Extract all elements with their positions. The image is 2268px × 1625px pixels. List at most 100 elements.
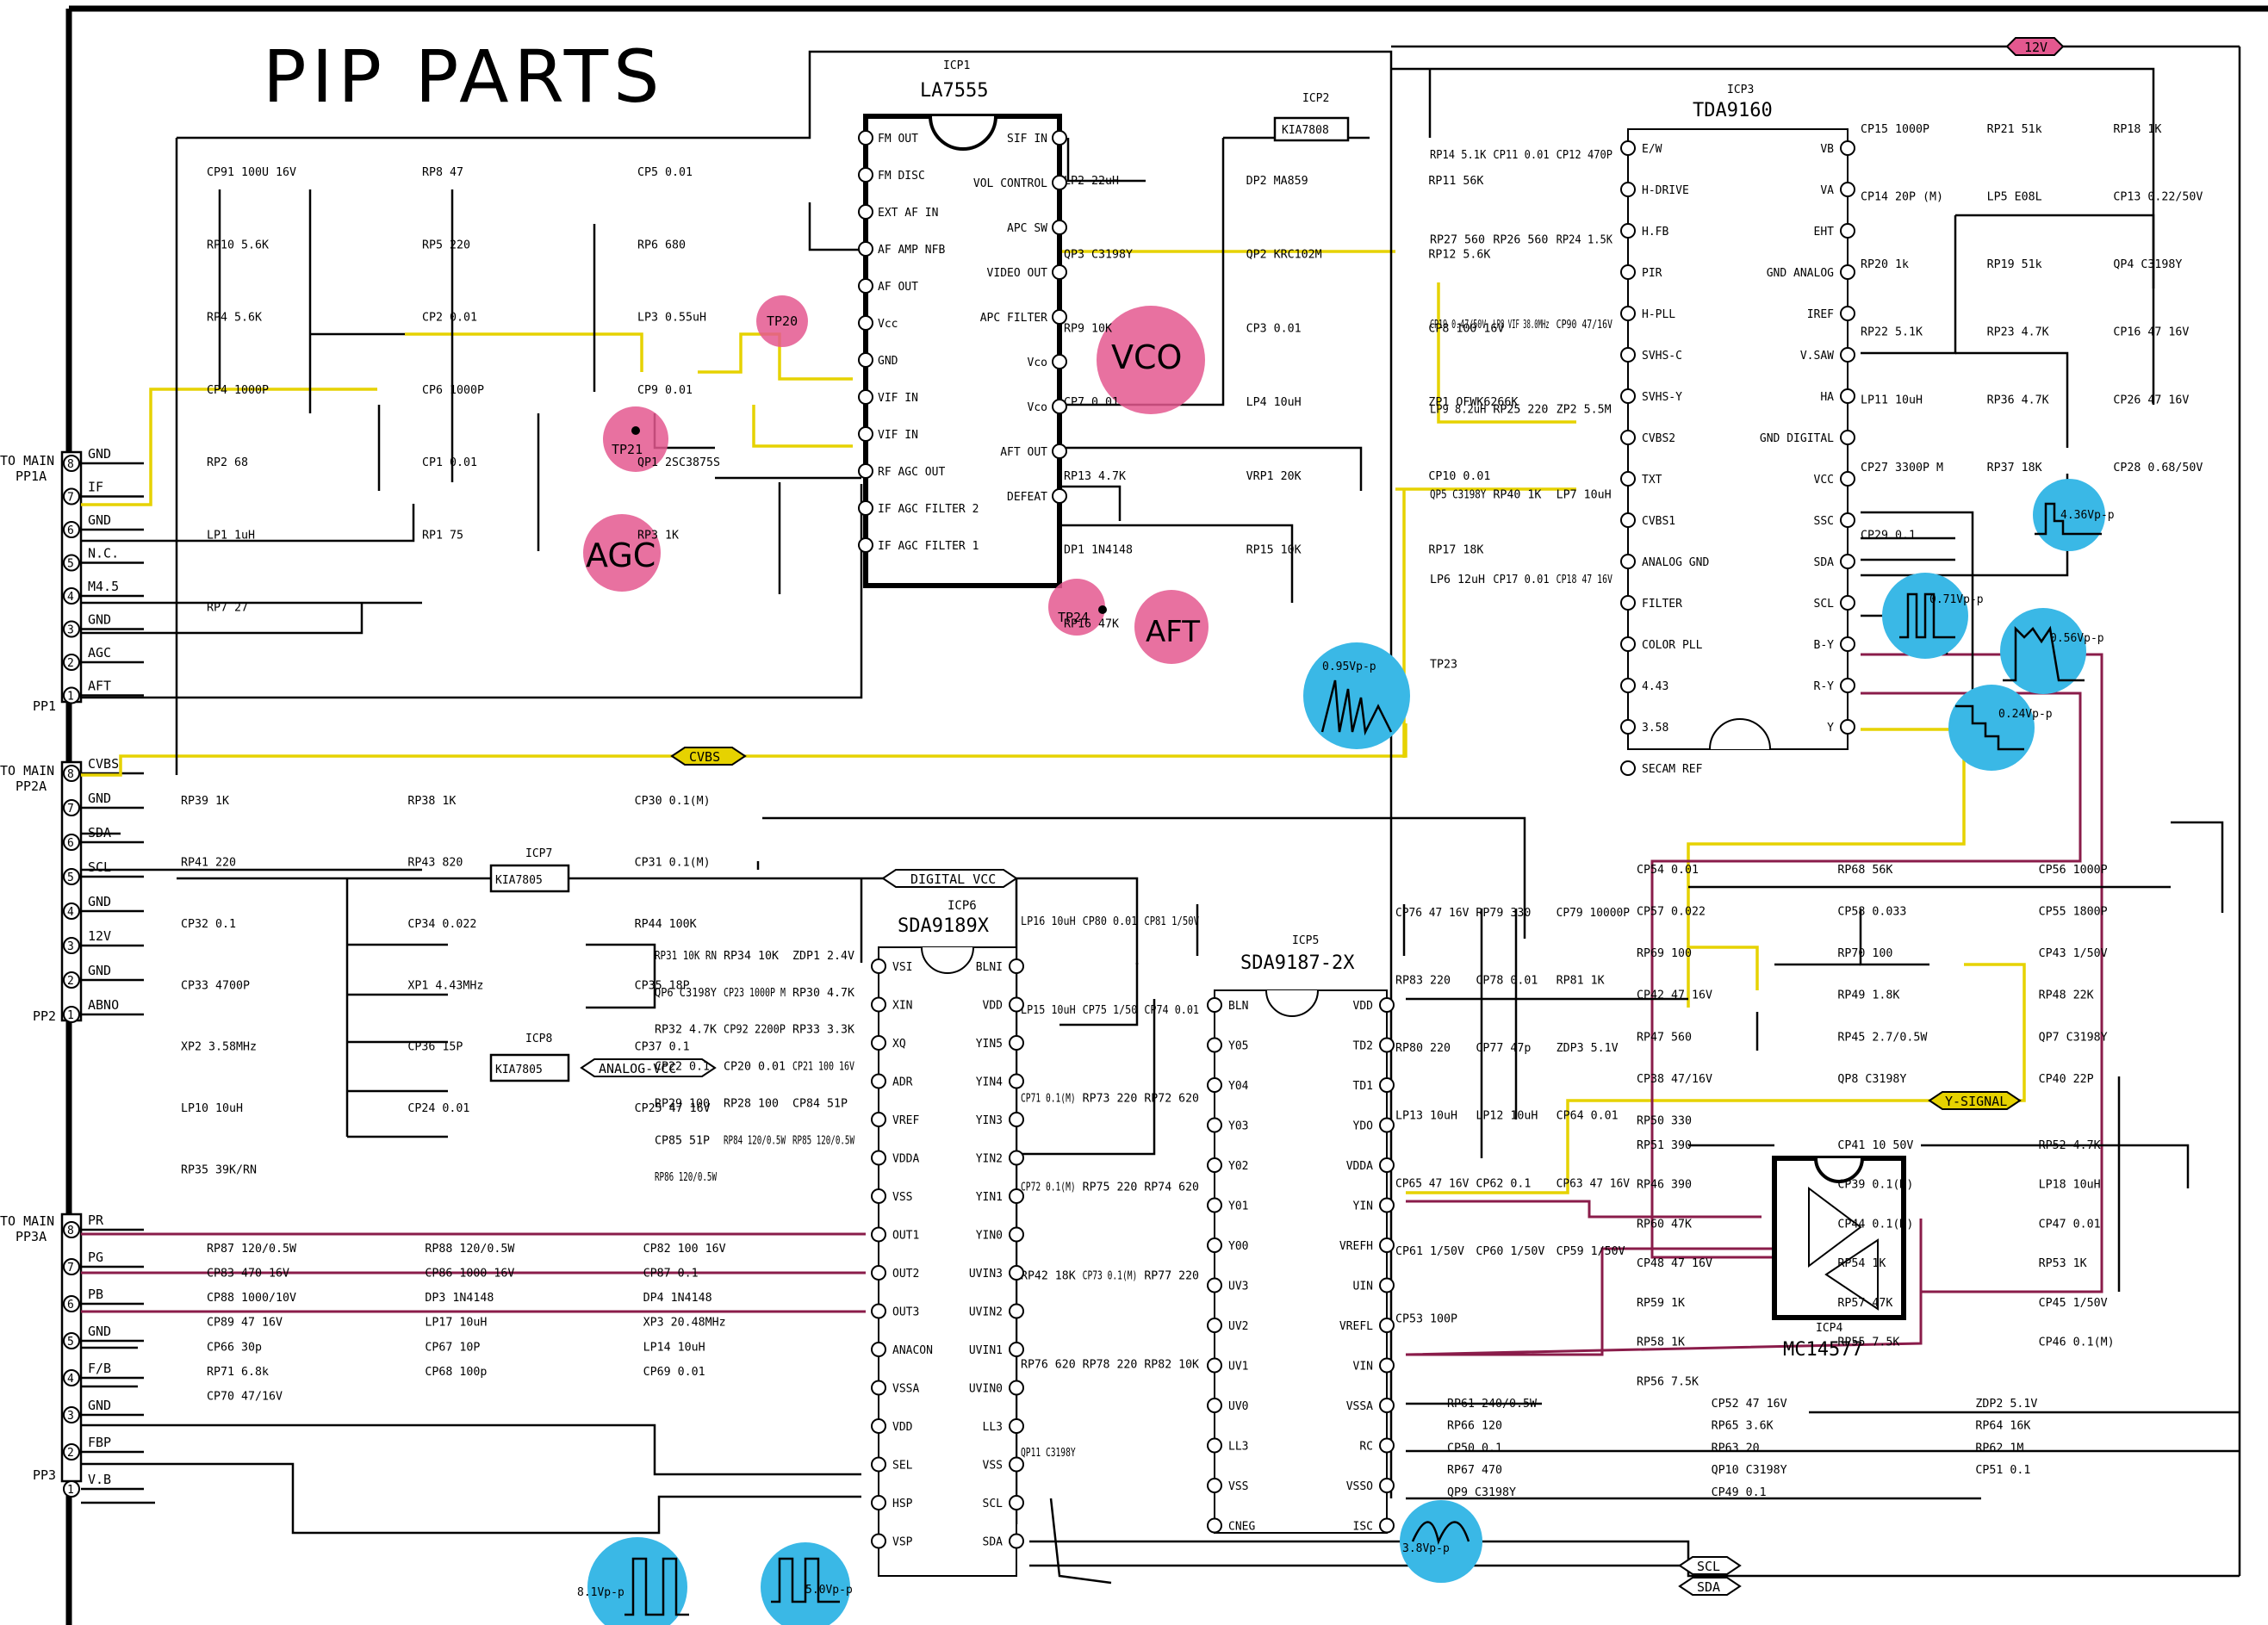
connector-pin bbox=[63, 937, 80, 954]
component-label: CP10 0.01 bbox=[1428, 470, 1490, 483]
pin-label: GND bbox=[88, 446, 111, 462]
component-label: CP8 100 16V bbox=[1428, 322, 1504, 335]
chip-pin bbox=[858, 204, 873, 220]
svg-text:LA7555: LA7555 bbox=[920, 80, 988, 102]
component-label: LP17 10uH bbox=[425, 1317, 487, 1330]
chip-pin bbox=[1009, 996, 1024, 1013]
connector-pin bbox=[63, 455, 80, 472]
component-label: CP67 10P bbox=[425, 1341, 480, 1354]
component-label: RP56 7.5K bbox=[1637, 1375, 1699, 1388]
svg-text:Y-SIGNAL: Y-SIGNAL bbox=[1945, 1094, 2007, 1109]
chip-pin-label: IF AGC FILTER 1 bbox=[878, 540, 979, 553]
chip-pin bbox=[1207, 1318, 1222, 1333]
component-label: CP73 0.1(M) bbox=[1083, 1269, 1138, 1282]
svg-text:ICP3: ICP3 bbox=[1727, 84, 1754, 96]
component-label: CP54 0.01 bbox=[1637, 864, 1699, 877]
chip-pin-label: 4.43 bbox=[1642, 680, 1668, 693]
pin-number: 4 bbox=[67, 906, 74, 919]
chip-pin bbox=[871, 958, 886, 974]
chip-pin bbox=[871, 1342, 886, 1357]
component-label: CP92 2200P bbox=[724, 1024, 786, 1037]
component-label: XP2 3.58MHz bbox=[181, 1041, 257, 1054]
svg-text:ICP8: ICP8 bbox=[525, 1033, 552, 1045]
component-label: RP68 56K bbox=[1837, 864, 1892, 877]
chip-pin bbox=[1840, 223, 1855, 239]
chip-pin-label: APC FILTER bbox=[980, 312, 1047, 325]
component-label: XP3 20.48MHz bbox=[643, 1317, 726, 1330]
chip-pin bbox=[1379, 1077, 1395, 1093]
component-label: LP14 10uH bbox=[643, 1341, 705, 1354]
component-label: ZP1 OFWK6266K bbox=[1428, 396, 1518, 409]
chip-pin bbox=[871, 1035, 886, 1051]
svg-text:KIA7808: KIA7808 bbox=[1282, 124, 1329, 137]
component-label: LP2 22uH bbox=[1064, 175, 1119, 188]
component-label: CP29 0.1 bbox=[1861, 529, 1916, 542]
component-label: CP39 0.1(M) bbox=[1837, 1179, 1913, 1192]
chip-pin bbox=[1379, 1318, 1395, 1333]
component-label: CP37 0.1 bbox=[635, 1041, 690, 1054]
svg-text:PP2: PP2 bbox=[33, 1008, 56, 1024]
pin-number: 6 bbox=[67, 524, 74, 537]
chip-pin bbox=[1009, 1456, 1024, 1473]
component-label: CP22 0.1 bbox=[655, 1061, 710, 1074]
svg-text:4.36Vp-p: 4.36Vp-p bbox=[2060, 509, 2115, 522]
connector-pin bbox=[63, 554, 80, 572]
chip-pin-label: HSP bbox=[892, 1498, 913, 1510]
chip-pin bbox=[1620, 636, 1636, 652]
chip-pin-label: GND DIGITAL bbox=[1760, 432, 1834, 445]
chip-pin-label: VIDEO OUT bbox=[987, 267, 1048, 280]
component-label: RP54 1K bbox=[1837, 1257, 1886, 1270]
component-label: LP8 VIF 38.0MHz bbox=[1493, 319, 1549, 332]
chip-pin-label: VDDA bbox=[892, 1153, 919, 1166]
component-label: CP69 0.01 bbox=[643, 1366, 705, 1379]
component-label: QP10 C3198Y bbox=[1712, 1464, 1787, 1477]
component-label: RP27 560 bbox=[1430, 234, 1485, 247]
component-label: CP53 100P bbox=[1395, 1312, 1457, 1325]
component-label: RP88 120/0.5W bbox=[425, 1243, 514, 1256]
chip-pin-label: GND ANALOG bbox=[1767, 267, 1834, 280]
pin-label: CVBS bbox=[88, 756, 119, 772]
svg-text:PP2A: PP2A bbox=[16, 778, 47, 794]
chip-pin bbox=[1207, 1037, 1222, 1053]
component-label: ZDP2 5.1V bbox=[1975, 1398, 2037, 1411]
component-label: RP71 6.8k bbox=[207, 1366, 269, 1379]
chip-pin-label: SVHS-C bbox=[1642, 350, 1682, 363]
chip-pin bbox=[1840, 636, 1855, 652]
component-label: RP62 1M bbox=[1975, 1442, 2023, 1454]
chip-pin-label: VDD bbox=[1353, 1000, 1374, 1013]
chip-pin-label: AF AMP NFB bbox=[878, 244, 945, 257]
tag-cvbs: CVBS bbox=[670, 747, 747, 766]
chip-pin-label: OUT3 bbox=[892, 1306, 919, 1319]
chip-pin-label: LL3 bbox=[983, 1421, 1003, 1434]
chip-pin bbox=[871, 1265, 886, 1281]
chip-icp3: ICP3 TDA9160 bbox=[1627, 84, 1849, 750]
chip-pin bbox=[1840, 388, 1855, 404]
component-label: CP83 470 16V bbox=[207, 1268, 289, 1281]
component-label: CP57 0.022 bbox=[1637, 906, 1706, 919]
chip-pin bbox=[858, 167, 873, 183]
chip-pin-label: YDO bbox=[1353, 1120, 1374, 1133]
chip-pin bbox=[1379, 1037, 1395, 1053]
chip-pin-label: OUT2 bbox=[892, 1268, 919, 1281]
component-label: RP9 10K bbox=[1064, 322, 1112, 335]
component-label: CP46 0.1(M) bbox=[2039, 1337, 2115, 1349]
chip-pin bbox=[871, 1073, 886, 1089]
pin-label: FBP bbox=[88, 1435, 111, 1450]
chip-pin bbox=[871, 996, 886, 1013]
component-label: LP12 10uH bbox=[1476, 1110, 1538, 1123]
component-label: LP4 10uH bbox=[1246, 396, 1302, 409]
svg-text:SDA: SDA bbox=[1697, 1579, 1720, 1595]
connector-pin bbox=[63, 686, 80, 704]
chip-pin-label: UV0 bbox=[1228, 1400, 1248, 1413]
svg-text:TP24: TP24 bbox=[1058, 610, 1089, 625]
component-label: RP42 18K bbox=[1021, 1269, 1076, 1282]
chip-pin-label: UVIN2 bbox=[969, 1306, 1003, 1319]
component-label: CP35 18P bbox=[635, 979, 690, 992]
component-label: RP13 4.7K bbox=[1064, 470, 1126, 483]
chip-pin-label: VOL CONTROL bbox=[973, 177, 1047, 190]
pin-number: 5 bbox=[67, 1336, 74, 1349]
pin-label: IF bbox=[88, 480, 103, 495]
vco-marker bbox=[1097, 306, 1205, 414]
svg-text:PP3A: PP3A bbox=[16, 1229, 47, 1244]
component-label: CP64 0.01 bbox=[1557, 1110, 1619, 1123]
